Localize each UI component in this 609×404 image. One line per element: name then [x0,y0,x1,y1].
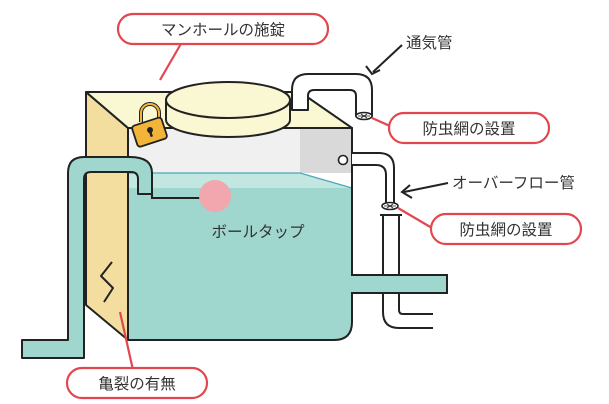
tank-front-outline [127,127,353,341]
label-crack: 亀裂の有無 [98,375,176,393]
callout-insect-screen-2 [429,212,583,246]
callout-insect-screen-1 [387,111,551,145]
overflow-inlet [337,154,349,166]
ball-tap-float [199,180,231,212]
tank-inner-right-shade [300,128,352,173]
label-insect-screen-1: 防虫網の設置 [422,120,515,138]
manhole-lid-top [165,81,291,119]
crack-zigzag-icon [100,261,114,303]
overflow-drain-pipe [382,215,433,329]
outlet-pipe [352,274,448,294]
callout-manhole-lock [116,12,330,46]
label-ball-tap: ボールタップ [211,223,305,241]
tank-left-face [85,91,129,341]
label-insect-screen-2: 防虫網の設置 [459,221,552,239]
callout-crack [65,366,209,400]
label-overflow-pipe: オーバーフロー管 [452,174,575,192]
padlock-icon [131,102,168,148]
label-vent-pipe: 通気管 [406,34,453,52]
label-manhole-lock: マンホールの施錠 [161,21,285,39]
overflow-pipe [352,152,395,206]
water-body [128,188,352,340]
water-surface [128,173,352,188]
vent-pipe [291,73,373,117]
